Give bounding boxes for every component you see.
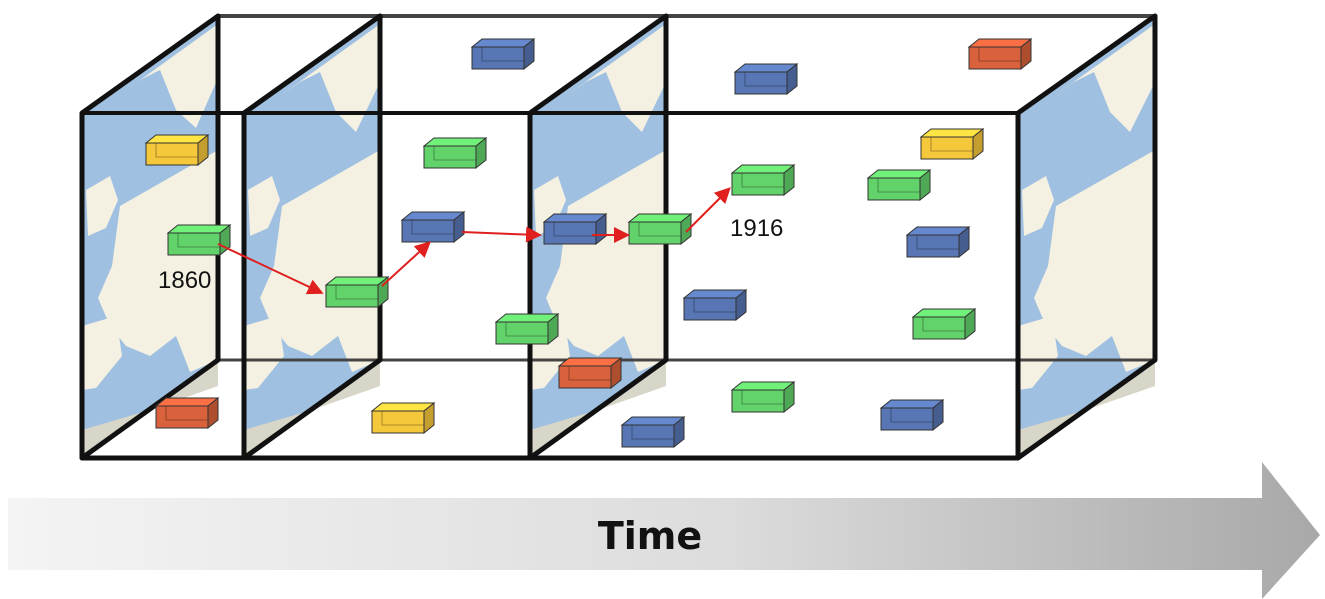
blue-event-box: [682, 288, 748, 322]
blue-event-box: [905, 225, 971, 259]
green-event-box: [324, 275, 390, 309]
blue-event-box: [733, 62, 799, 96]
trajectory-arrow-3: [461, 226, 542, 243]
map-slice-4: [1018, 16, 1155, 458]
start-year-label: 1860: [158, 267, 211, 294]
time-arrow: Time: [8, 462, 1320, 599]
yellow-event-box: [144, 133, 210, 167]
red-event-box: [557, 356, 623, 390]
blue-event-box: [879, 398, 945, 432]
trajectory-arrow-2: [381, 241, 431, 287]
trajectory: [217, 187, 731, 295]
time-axis-label: Time: [598, 514, 702, 558]
green-event-box: [730, 380, 796, 414]
yellow-event-box: [919, 127, 985, 161]
green-event-box: [494, 312, 560, 346]
map-slice-3: [530, 16, 666, 458]
green-event-box: [866, 168, 932, 202]
trajectory-arrow-5: [685, 187, 731, 233]
green-event-box: [422, 136, 488, 170]
green-event-box: [166, 223, 232, 257]
red-event-box: [967, 37, 1033, 71]
green-event-box: [627, 212, 693, 246]
blue-event-box: [400, 210, 466, 244]
map-slice-1: [82, 16, 218, 458]
end-year-label: 1916: [730, 215, 783, 242]
blue-event-box: [470, 37, 536, 71]
map-slice-2: [244, 16, 380, 458]
arrow-right-icon: [8, 462, 1320, 599]
trajectory-arrow-1: [217, 243, 324, 295]
green-event-box: [730, 163, 796, 197]
red-event-box: [154, 396, 220, 430]
green-event-box: [911, 307, 977, 341]
yellow-event-box: [370, 401, 436, 435]
event-boxes: [144, 37, 1033, 449]
blue-event-box: [542, 212, 608, 246]
blue-event-box: [620, 415, 686, 449]
